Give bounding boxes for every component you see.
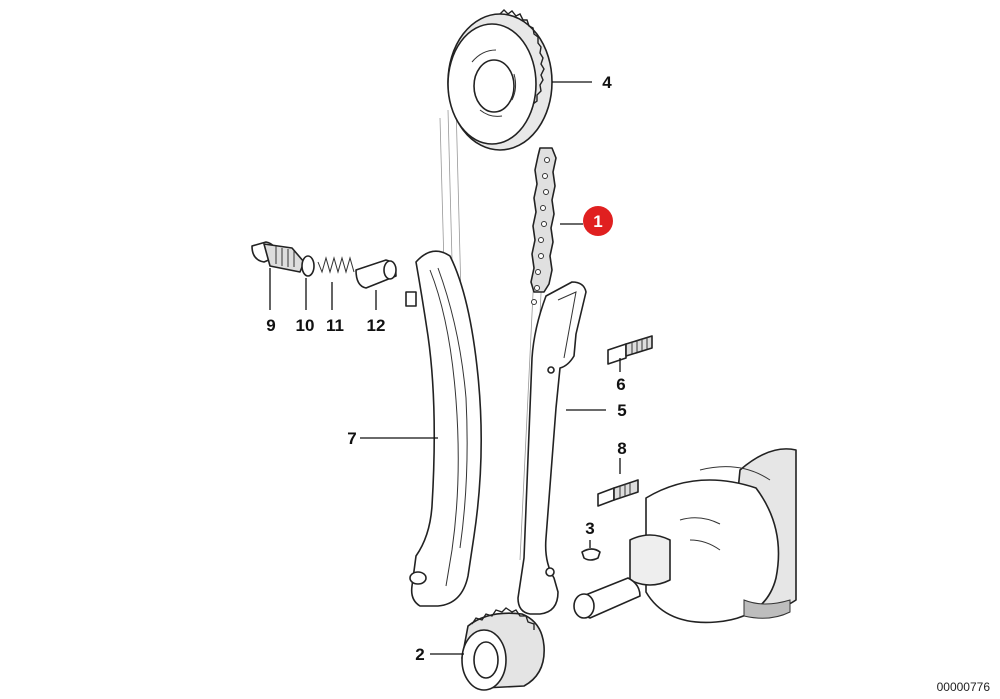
timing-chain[interactable] bbox=[530, 147, 557, 305]
callout-7[interactable]: 7 bbox=[347, 429, 356, 448]
bolt-8[interactable] bbox=[597, 479, 639, 507]
compression-spring[interactable] bbox=[317, 256, 355, 274]
callout-10[interactable]: 10 bbox=[296, 316, 315, 335]
woodruff-key[interactable] bbox=[581, 548, 601, 561]
callout-11[interactable]: 11 bbox=[326, 316, 344, 335]
crankshaft bbox=[573, 448, 797, 624]
highlight-marker[interactable] bbox=[583, 206, 613, 236]
sealing-ring[interactable] bbox=[301, 255, 315, 277]
diagram-id-caption: 00000776 bbox=[936, 680, 990, 694]
leader-lines bbox=[269, 81, 621, 655]
callout-12[interactable]: 12 bbox=[367, 316, 386, 335]
callout-1[interactable]: 1 bbox=[593, 212, 602, 231]
callout-2[interactable]: 2 bbox=[415, 645, 424, 664]
callout-9[interactable]: 9 bbox=[266, 316, 275, 335]
callout-5[interactable]: 5 bbox=[617, 401, 626, 420]
callout-3[interactable]: 3 bbox=[585, 519, 594, 538]
tensioner-housing[interactable] bbox=[251, 241, 305, 273]
tensioner-rail[interactable] bbox=[405, 250, 482, 607]
callout-8[interactable]: 8 bbox=[617, 439, 626, 458]
tensioner-piston[interactable] bbox=[355, 259, 397, 289]
callout-6[interactable]: 6 bbox=[616, 375, 625, 394]
callout-labels: 1 2 3 4 5 6 7 8 9 10 11 12 bbox=[266, 73, 626, 664]
crankshaft-sprocket[interactable] bbox=[461, 607, 545, 691]
bolt-6[interactable] bbox=[607, 335, 653, 365]
camshaft-sprocket[interactable] bbox=[447, 9, 553, 151]
callout-4[interactable]: 4 bbox=[602, 73, 612, 92]
guide-rail[interactable] bbox=[517, 281, 587, 615]
